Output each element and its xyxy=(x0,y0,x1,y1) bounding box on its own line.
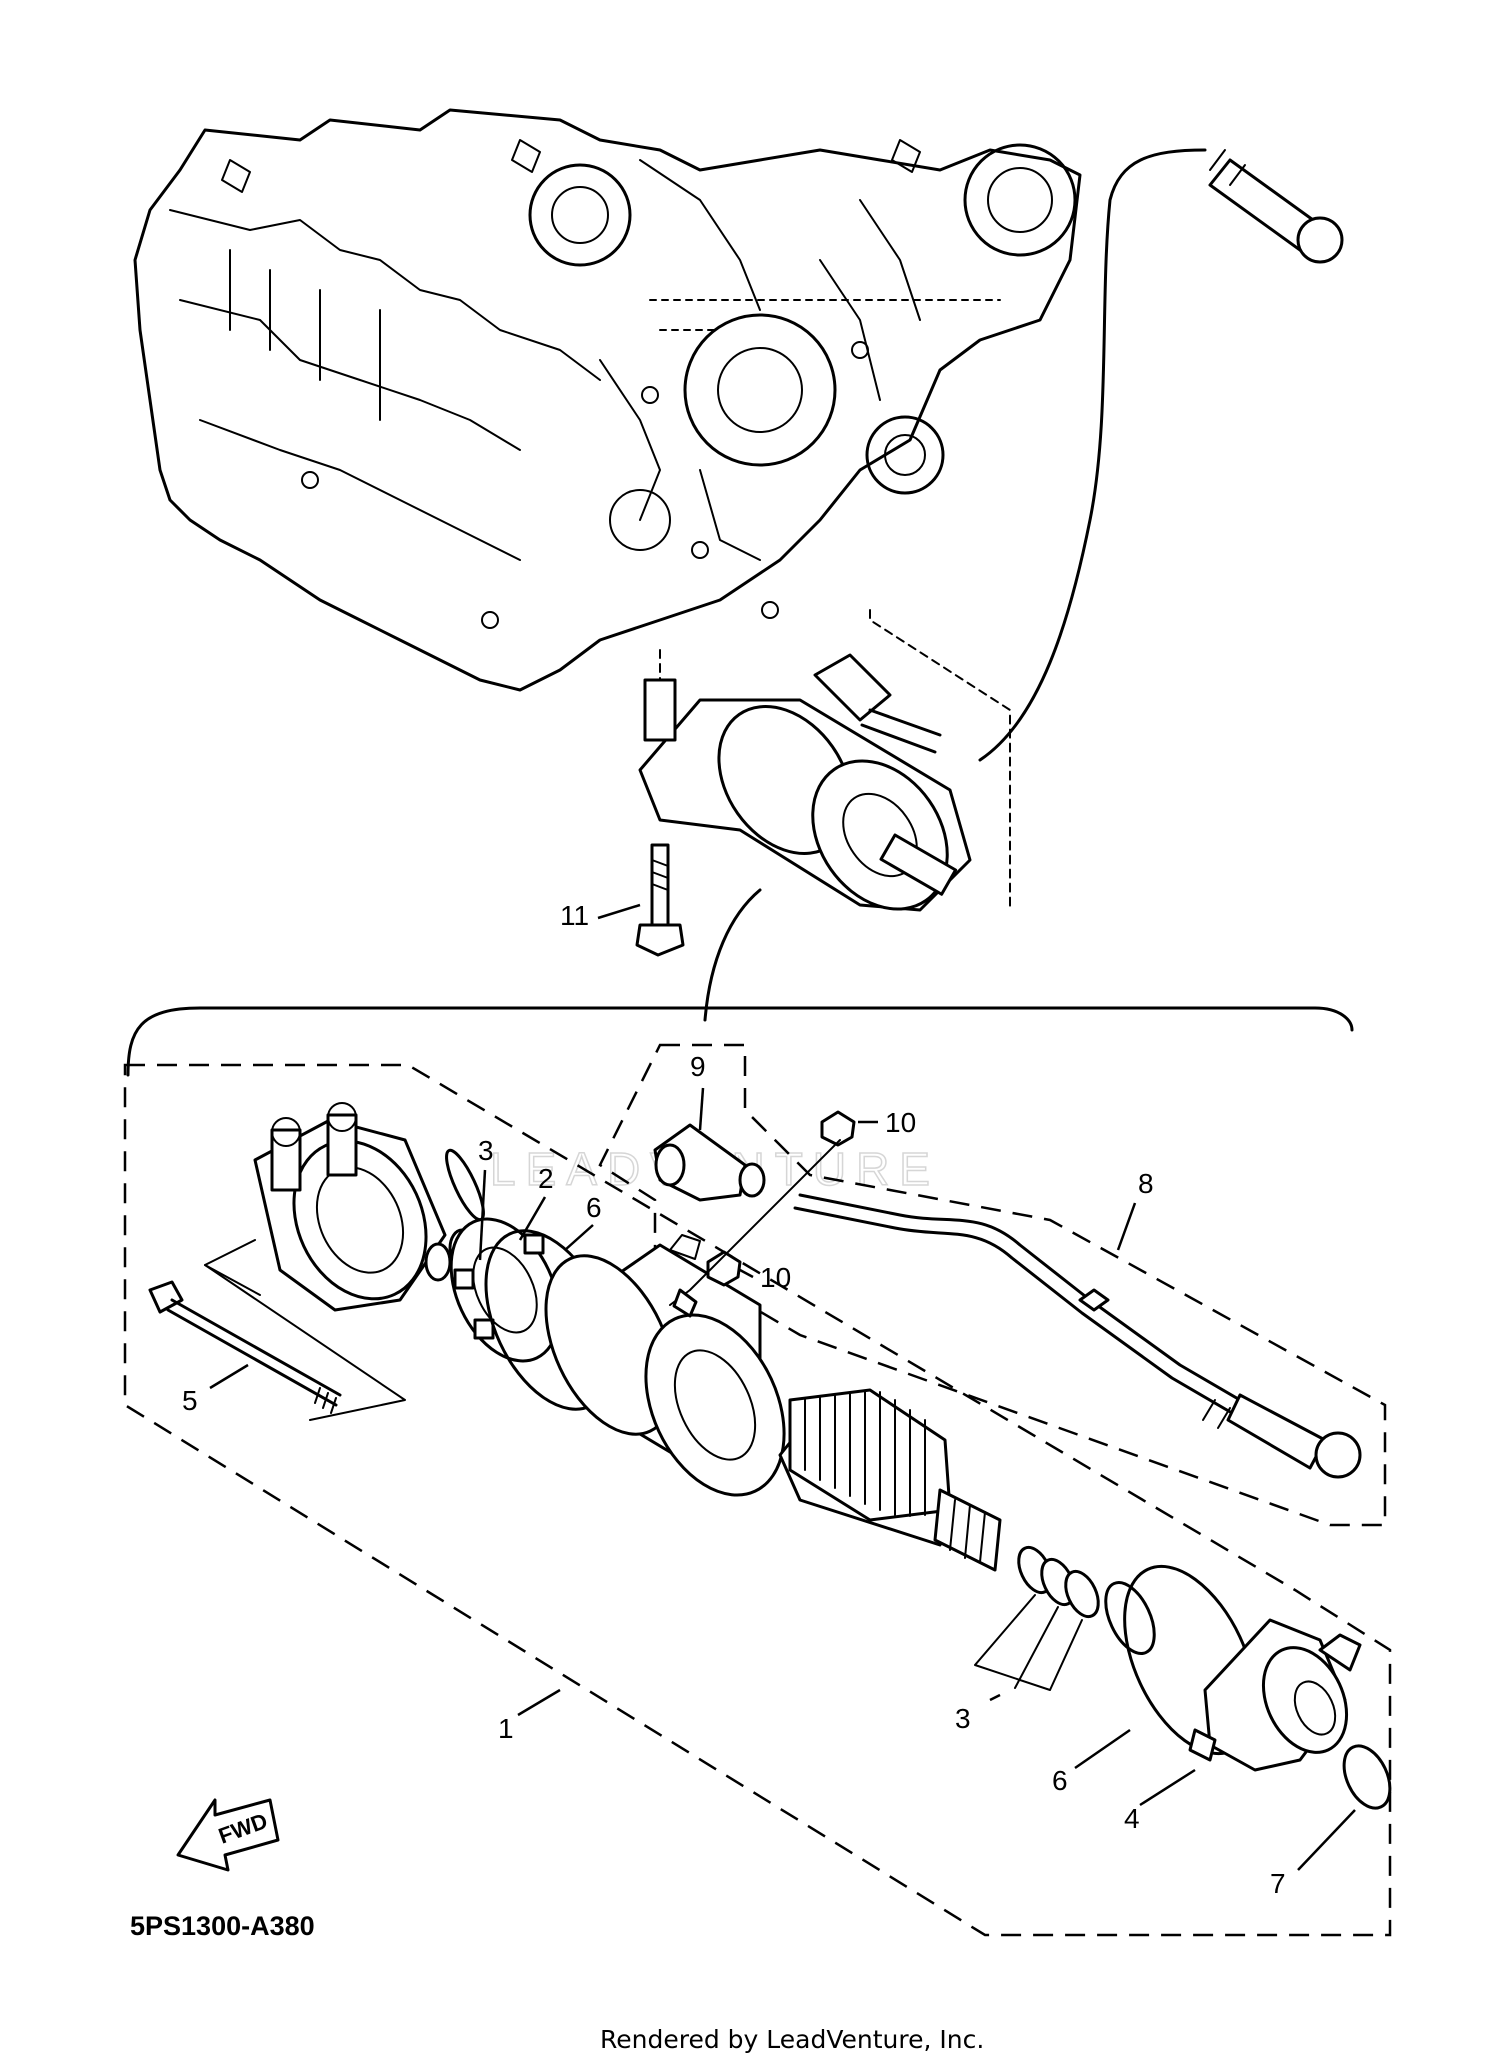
diagram-code: 5PS1300-A380 xyxy=(130,1911,315,1941)
rear-cover xyxy=(253,1102,447,1312)
assembly-brace xyxy=(126,1006,1354,1077)
callout-5: 5 xyxy=(182,1385,198,1416)
washers-3-lower xyxy=(1017,1545,1156,1655)
armature xyxy=(778,1388,1002,1572)
callout-10-lower: 10 xyxy=(760,1262,791,1293)
brush-plate-2 xyxy=(449,1217,561,1363)
o-ring-7 xyxy=(1342,1744,1392,1810)
starter-motor-assembled xyxy=(638,653,972,912)
rendered-by-footer: Rendered by LeadVenture, Inc. xyxy=(600,2025,984,2054)
direction-badge: FWD xyxy=(176,1798,280,1872)
nut-10-lower xyxy=(706,1250,742,1287)
long-bolt-5 xyxy=(148,1280,342,1414)
callout-10-upper: 10 xyxy=(885,1107,916,1138)
callout-1: 1 xyxy=(498,1713,514,1744)
callout-2: 2 xyxy=(538,1163,554,1194)
front-cover-4 xyxy=(1188,1618,1362,1772)
callout-4: 4 xyxy=(1124,1803,1140,1834)
terminal-cap-9 xyxy=(653,1123,766,1202)
cable-terminal-top xyxy=(1208,149,1344,264)
nut-10-upper xyxy=(820,1110,856,1147)
callout-7: 7 xyxy=(1270,1868,1286,1899)
bolt-11 xyxy=(635,843,685,957)
cable-boundary xyxy=(598,1043,1387,1527)
callout-8: 8 xyxy=(1138,1168,1154,1199)
cable-8 xyxy=(793,1193,1362,1479)
engine-block xyxy=(133,108,1082,692)
callout-3-upper: 3 xyxy=(478,1135,494,1166)
callout-3-lower: 3 xyxy=(955,1703,971,1734)
motor-yoke xyxy=(544,1234,786,1497)
callout-9: 9 xyxy=(690,1051,706,1082)
engine-cable xyxy=(978,148,1207,762)
callout-11: 11 xyxy=(560,900,589,931)
callout-6-lower: 6 xyxy=(1052,1765,1068,1796)
callout-6-upper: 6 xyxy=(586,1192,602,1223)
